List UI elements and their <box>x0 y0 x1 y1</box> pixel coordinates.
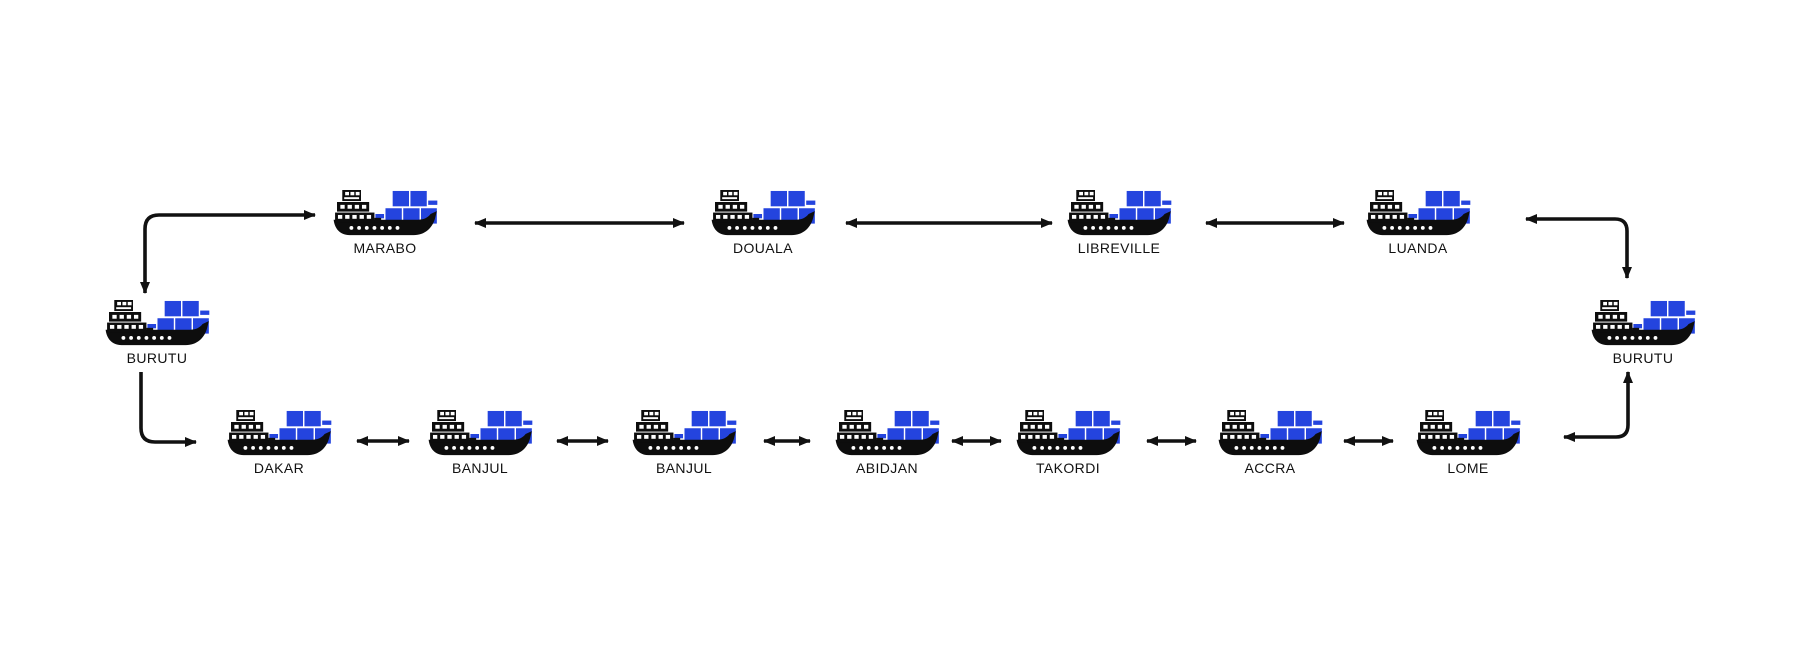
port-node-accra: ACCRA <box>1217 410 1323 475</box>
cargo-ship-icon <box>835 410 940 456</box>
port-node-dakar: DAKAR <box>226 410 332 475</box>
cargo-ship-icon <box>1067 190 1172 236</box>
port-label: DOUALA <box>733 240 793 256</box>
cargo-ship-icon <box>1366 190 1471 236</box>
port-node-lome: LOME <box>1415 410 1521 475</box>
port-node-douala: DOUALA <box>710 190 816 255</box>
port-node-marabo: MARABO <box>332 190 438 255</box>
cargo-ship-icon <box>632 410 737 456</box>
port-label: ABIDJAN <box>856 460 918 476</box>
port-label: BURUTU <box>126 350 188 366</box>
port-node-libreville: LIBREVILLE <box>1066 190 1172 255</box>
port-label: LIBREVILLE <box>1077 240 1161 256</box>
cargo-ship-icon <box>1016 410 1121 456</box>
port-label: LUANDA <box>1388 240 1448 256</box>
route-arrow-burutu-west--dakar <box>139 372 197 447</box>
port-node-banjul-2: BANJUL <box>631 410 737 475</box>
port-node-banjul-1: BANJUL <box>427 410 533 475</box>
cargo-ship-icon <box>105 300 210 346</box>
port-label: LOME <box>1447 460 1489 476</box>
port-node-burutu-west: BURUTU <box>104 300 210 365</box>
port-label: TAKORDI <box>1036 460 1100 476</box>
port-label: ACCRA <box>1244 460 1296 476</box>
cargo-ship-icon <box>1591 300 1696 346</box>
port-label: BANJUL <box>655 460 713 476</box>
port-node-takordi: TAKORDI <box>1015 410 1121 475</box>
port-label: MARABO <box>353 240 417 256</box>
cargo-ship-icon <box>711 190 816 236</box>
cargo-ship-icon <box>227 410 332 456</box>
port-label: BANJUL <box>451 460 509 476</box>
port-node-burutu-east: BURUTU <box>1590 300 1696 365</box>
port-node-luanda: LUANDA <box>1365 190 1471 255</box>
cargo-ship-icon <box>1218 410 1323 456</box>
route-arrow-lome--burutu-east <box>1563 371 1633 442</box>
cargo-ship-icon <box>333 190 438 236</box>
port-label: DAKAR <box>253 460 305 476</box>
port-node-abidjan: ABIDJAN <box>834 410 940 475</box>
cargo-ship-icon <box>428 410 533 456</box>
route-arrow-luanda--burutu-east <box>1525 214 1632 279</box>
cargo-ship-icon <box>1416 410 1521 456</box>
route-arrow-burutu-west--marabo <box>140 210 316 294</box>
port-label: BURUTU <box>1612 350 1674 366</box>
